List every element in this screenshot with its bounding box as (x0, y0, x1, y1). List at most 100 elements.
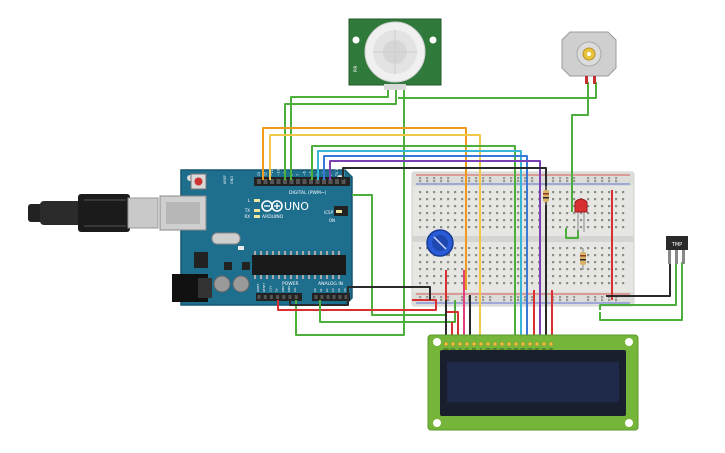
breadboard-hole (433, 198, 436, 201)
breadboard-rail-hole (566, 177, 569, 180)
breadboard-hole (531, 254, 534, 257)
breadboard-hole (601, 275, 604, 278)
breadboard-hole (461, 247, 464, 250)
breadboard-hole (531, 212, 534, 215)
breadboard-rail-hole (587, 299, 590, 302)
breadboard-hole (510, 254, 513, 257)
breadboard-hole (426, 247, 429, 250)
breadboard-hole (531, 261, 534, 264)
breadboard-hole (482, 191, 485, 194)
breadboard-rail-hole (475, 296, 478, 299)
breadboard-hole (447, 282, 450, 285)
chip-legs (254, 251, 340, 279)
breadboard-center-channel (412, 236, 634, 242)
breadboard-hole (566, 282, 569, 285)
lcd-pin (485, 341, 491, 347)
lcd-pin (478, 341, 484, 347)
breadboard-hole (608, 282, 611, 285)
analog-pin-hole (338, 295, 342, 299)
breadboard-hole (475, 261, 478, 264)
breadboard-hole (531, 226, 534, 229)
lcd-pin (450, 341, 456, 347)
lcd-pin (499, 341, 505, 347)
breadboard-hole (496, 247, 499, 250)
breadboard-hole (419, 226, 422, 229)
wire-pir-gnd (295, 90, 405, 336)
breadboard-rail-hole (440, 177, 443, 180)
lcd-pin-label: DB7 (534, 348, 539, 351)
power-pin-label: Vin (293, 287, 297, 292)
breadboard-hole (573, 261, 576, 264)
breadboard-hole (524, 219, 527, 222)
breadboard-hole (552, 198, 555, 201)
analog-label: ANALOG IN (318, 281, 343, 287)
breadboard-hole (573, 254, 576, 257)
pir-sensor: PIR (348, 18, 442, 90)
breadboard-hole (517, 212, 520, 215)
breadboard-hole (531, 268, 534, 271)
breadboard-hole (496, 226, 499, 229)
breadboard-hole (461, 268, 464, 271)
breadboard-hole (566, 198, 569, 201)
breadboard-hole (531, 205, 534, 208)
arduino-model: UNO (284, 200, 309, 213)
power-label: POWER (282, 281, 299, 287)
analog-pin-label: A2 (325, 288, 329, 292)
digital-pin-label: 7 (296, 174, 300, 176)
potentiometer[interactable] (426, 229, 454, 257)
breadboard-hole (482, 275, 485, 278)
breadboard-hole (475, 212, 478, 215)
rx-led-label: RX (244, 214, 250, 219)
power-pin-label: GND (287, 286, 291, 292)
breadboard-hole (510, 261, 513, 264)
wire-pir-vcc (290, 90, 389, 180)
breadboard-hole (496, 268, 499, 271)
breadboard-rail-hole (440, 296, 443, 299)
power-pin-hole (282, 295, 286, 299)
breadboard-rail-hole (440, 299, 443, 302)
arduino-brand: ARDUINO (262, 214, 284, 220)
breadboard-rail-hole (503, 177, 506, 180)
breadboard-hole (475, 198, 478, 201)
breadboard-hole (510, 198, 513, 201)
lcd-pin (534, 341, 540, 347)
breadboard-rail-hole (426, 180, 429, 183)
breadboard-hole (426, 212, 429, 215)
breadboard-rail-hole (594, 299, 597, 302)
breadboard-hole (503, 261, 506, 264)
breadboard-rail-hole (601, 180, 604, 183)
breadboard-hole (608, 247, 611, 250)
breadboard-hole (503, 254, 506, 257)
lcd-pin (527, 341, 533, 347)
breadboard-rail-hole (531, 180, 534, 183)
resistor-1 (543, 186, 549, 205)
breadboard-rail-hole (426, 296, 429, 299)
breadboard-rail-hole (559, 180, 562, 183)
breadboard-hole (587, 261, 590, 264)
power-pin-hole (257, 295, 261, 299)
breadboard-hole (510, 226, 513, 229)
breadboard-hole (580, 268, 583, 271)
breadboard-rail-hole (524, 296, 527, 299)
power-pin-hole (294, 295, 298, 299)
breadboard-rail-hole (608, 299, 611, 302)
breadboard-hole (587, 191, 590, 194)
breadboard-rail-hole (552, 296, 555, 299)
breadboard-hole (447, 268, 450, 271)
breadboard-rail-hole (559, 299, 562, 302)
breadboard-rail-hole (608, 296, 611, 299)
breadboard-hole (608, 268, 611, 271)
breadboard-hole (517, 226, 520, 229)
analog-pin-label: A5 (343, 288, 347, 292)
breadboard-hole (517, 191, 520, 194)
breadboard-hole (440, 198, 443, 201)
breadboard-hole (468, 282, 471, 285)
breadboard-hole (468, 268, 471, 271)
breadboard-rail-hole (559, 177, 562, 180)
breadboard-hole (489, 191, 492, 194)
breadboard-hole (447, 212, 450, 215)
breadboard-hole (461, 191, 464, 194)
